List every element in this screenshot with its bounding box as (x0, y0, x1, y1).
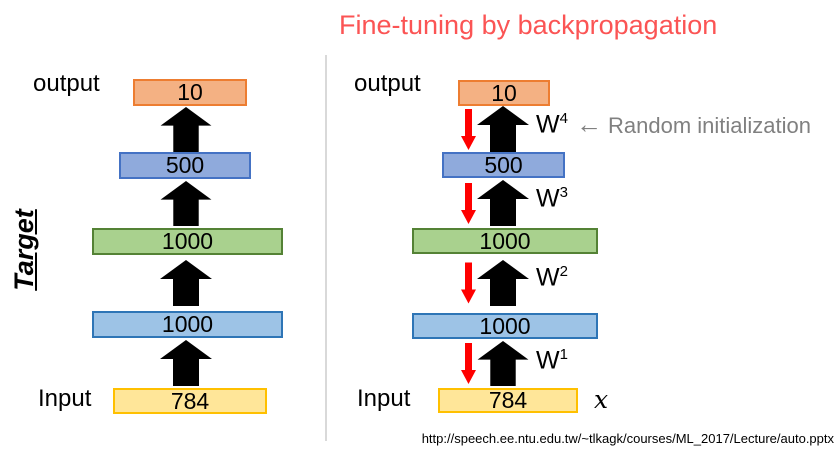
annotation-text: Random initialization (608, 113, 811, 138)
up-block-arrow-icon (160, 260, 212, 306)
up-block-arrow-icon (160, 340, 212, 386)
weight-label-w2: W2 (536, 263, 568, 292)
source-url: http://speech.ee.ntu.edu.tw/~tlkagk/cour… (421, 431, 834, 446)
left-input-label: Input (38, 385, 92, 412)
right-input-label: Input (357, 385, 411, 412)
vertical-divider (325, 55, 327, 441)
red-down-arrow-icon (461, 343, 476, 384)
right-output-label: output (354, 70, 421, 97)
left-layer-box-1000-green: 1000 (92, 228, 283, 255)
random-initialization-annotation: ←Random initialization (576, 109, 811, 140)
right-layer-box-784: 784 (438, 388, 578, 413)
up-block-arrow-icon (477, 180, 529, 226)
up-block-arrow-icon (477, 260, 529, 306)
left-layer-box-500: 500 (119, 152, 251, 179)
weight-label-w1: W1 (536, 346, 568, 375)
up-block-arrow-icon (477, 106, 529, 152)
input-vector-symbol: x (594, 385, 609, 414)
left-layer-box-10: 10 (133, 79, 247, 106)
left-output-label: output (33, 70, 100, 97)
right-layer-box-1000-blue: 1000 (412, 313, 598, 339)
left-layer-box-784: 784 (113, 388, 267, 414)
left-arrow-icon: ← (576, 109, 602, 139)
left-layer-box-1000-blue: 1000 (92, 311, 283, 338)
red-down-arrow-icon (461, 183, 476, 224)
slide-title: Fine-tuning by backpropagation (339, 10, 718, 40)
right-layer-box-10: 10 (458, 80, 550, 106)
target-label: Target (9, 209, 39, 291)
red-down-arrow-icon (461, 109, 476, 150)
up-block-arrow-icon (160, 107, 212, 152)
right-layer-box-1000-green: 1000 (412, 228, 598, 254)
right-layer-box-500: 500 (442, 152, 565, 178)
up-block-arrow-icon (477, 341, 529, 386)
weight-label-w4: W4 (536, 110, 568, 139)
up-block-arrow-icon (160, 181, 212, 226)
red-down-arrow-icon (461, 262, 476, 304)
weight-label-w3: W3 (536, 184, 568, 213)
